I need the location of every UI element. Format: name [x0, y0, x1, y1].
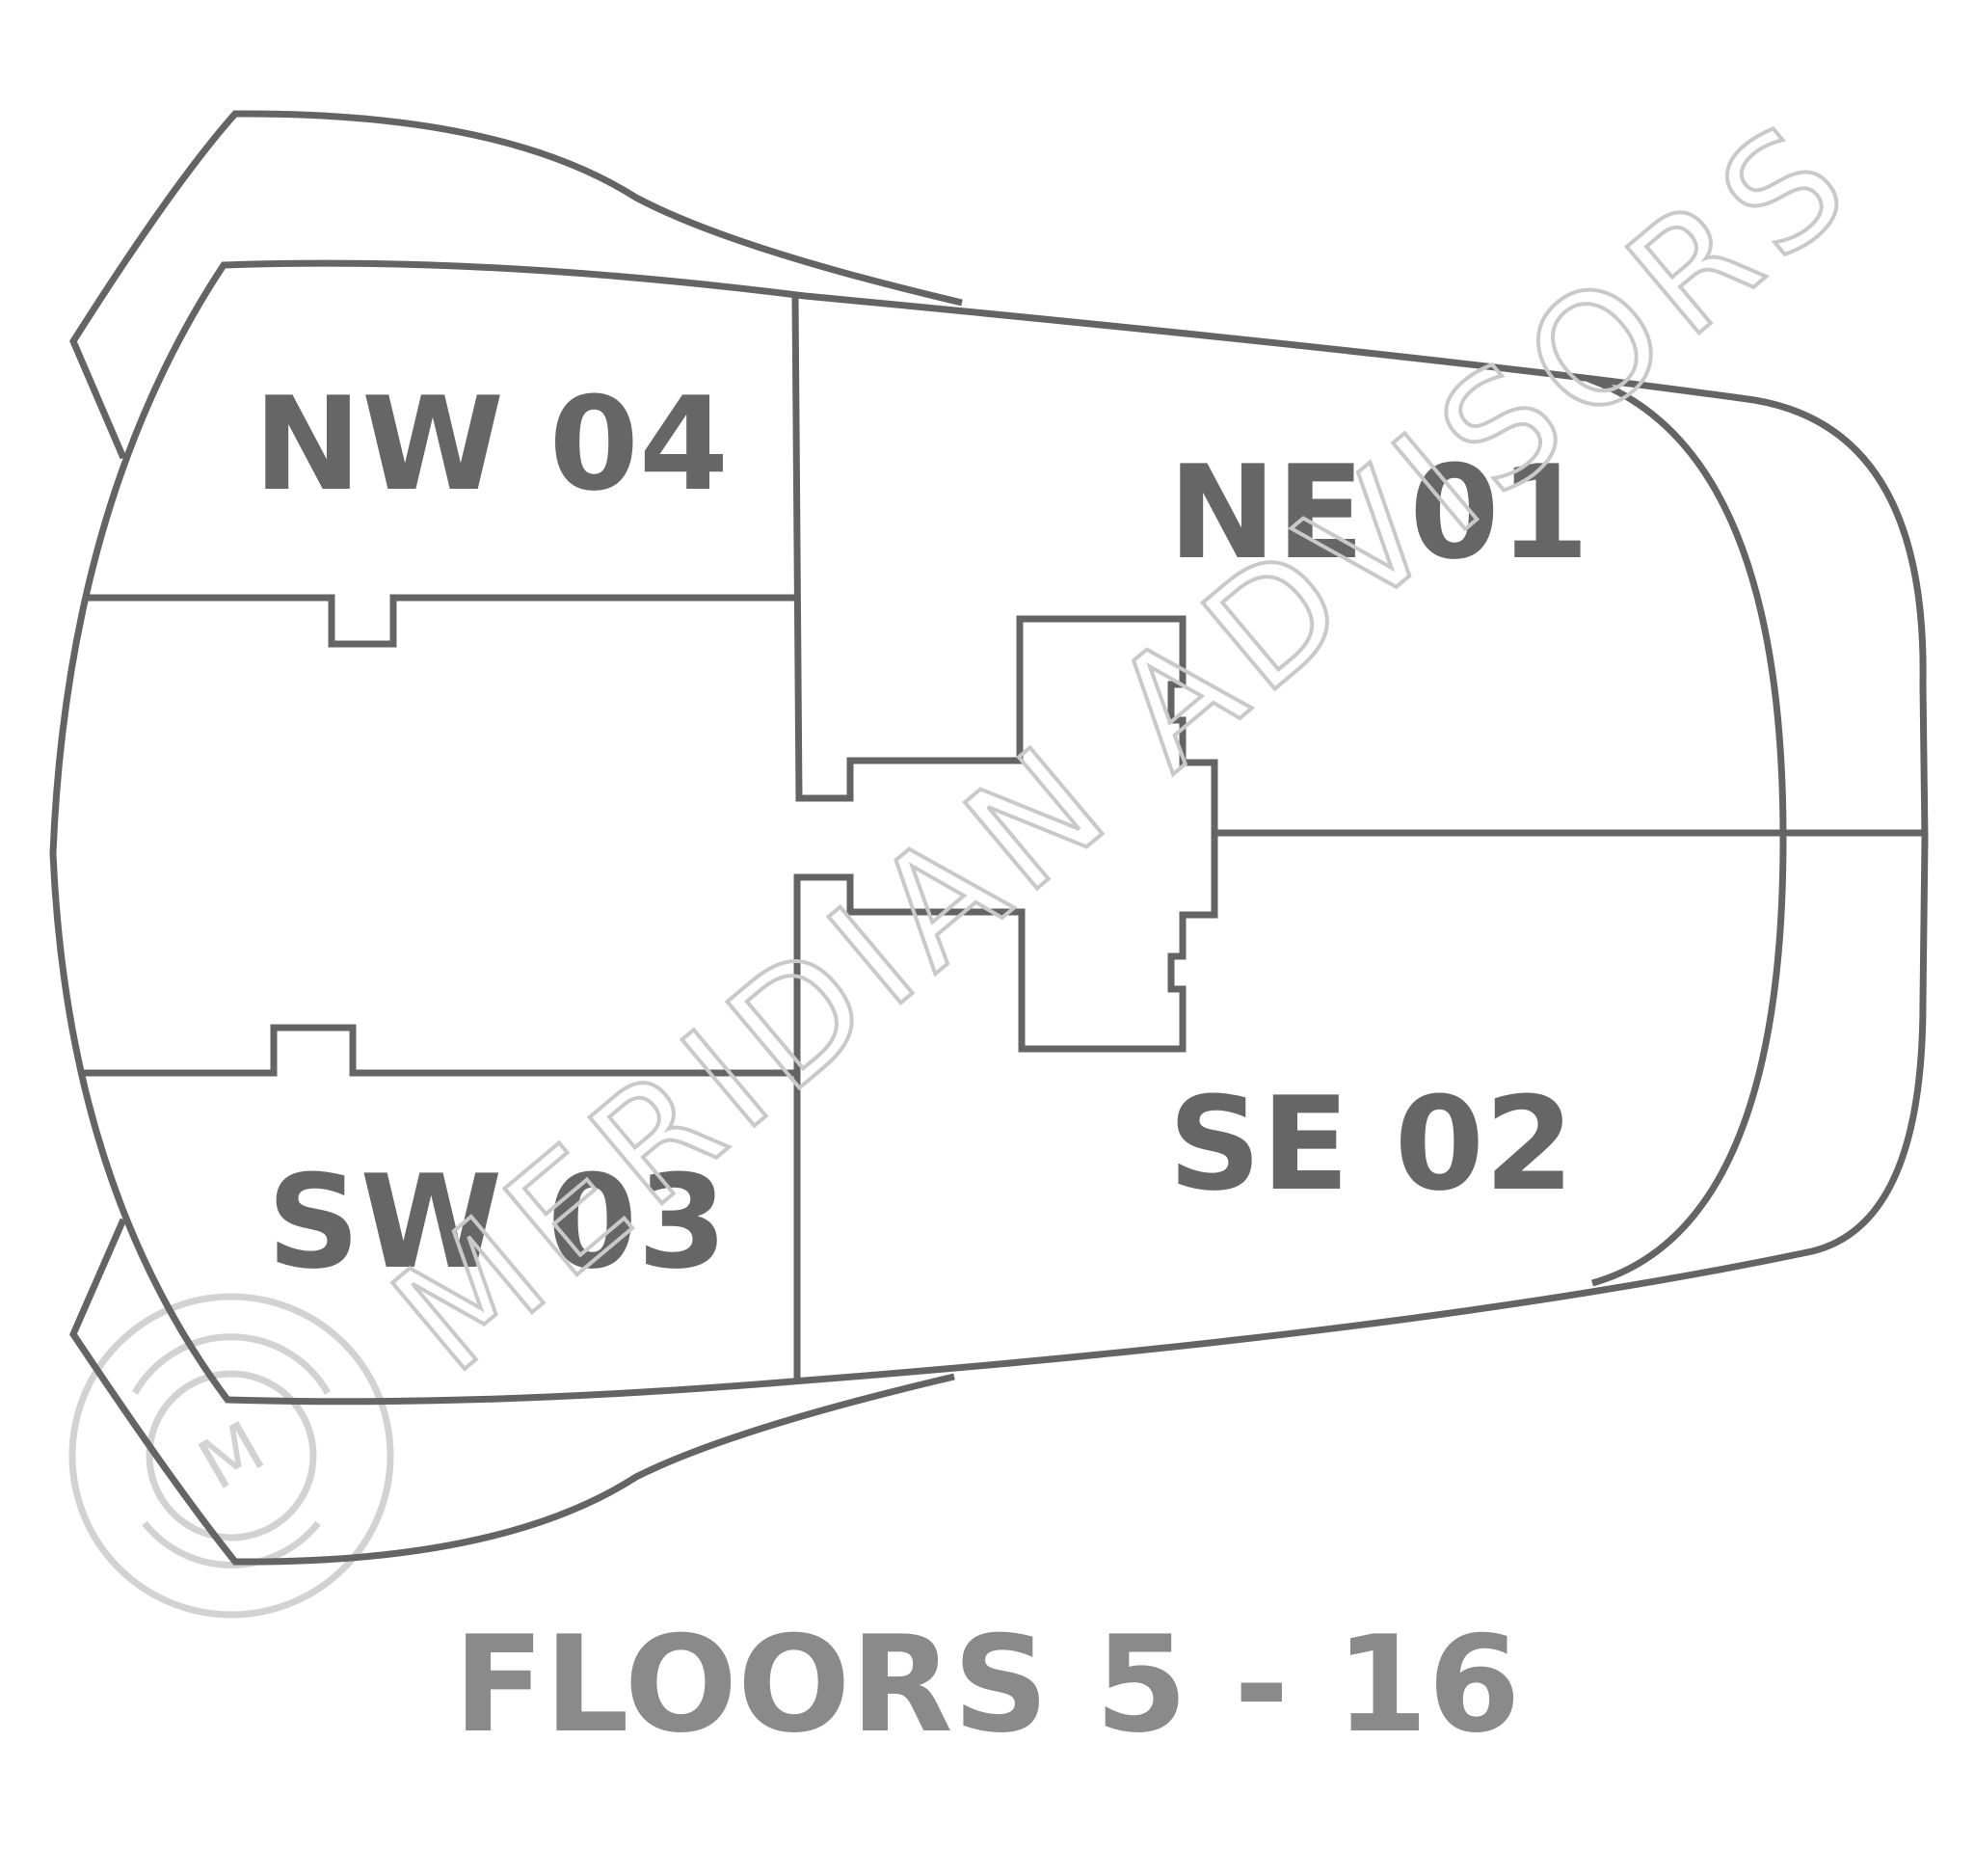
unit-label-sw: SW 03 — [267, 1147, 727, 1298]
unit-partitions — [81, 295, 1925, 1380]
unit-label-nw: NW 04 — [253, 369, 729, 520]
partition-nw — [85, 594, 795, 648]
watermark-seal: M — [68, 1293, 394, 1619]
unit-label-ne: NE 01 — [1168, 438, 1589, 588]
unit-labels: NW 04 NE 01 SE 02 SW 03 — [253, 369, 1589, 1298]
watermark-seal-letter: M — [185, 1406, 278, 1506]
building-envelope — [49, 110, 1929, 1566]
curved-facade-line — [1587, 375, 1787, 1287]
north-wing-outline — [69, 110, 963, 460]
partition-core-north — [791, 295, 1218, 833]
partition-core-south — [793, 833, 1218, 1380]
watermark-text: MERIDIAN ADVISORS — [360, 83, 1888, 1407]
partition-sw — [81, 1024, 797, 1077]
main-floorplate-outline — [49, 259, 1929, 1406]
floor-caption: FLOORS 5 - 16 — [453, 1607, 1520, 1762]
unit-label-se: SE 02 — [1168, 1069, 1574, 1219]
south-wing-outline — [69, 1218, 955, 1566]
